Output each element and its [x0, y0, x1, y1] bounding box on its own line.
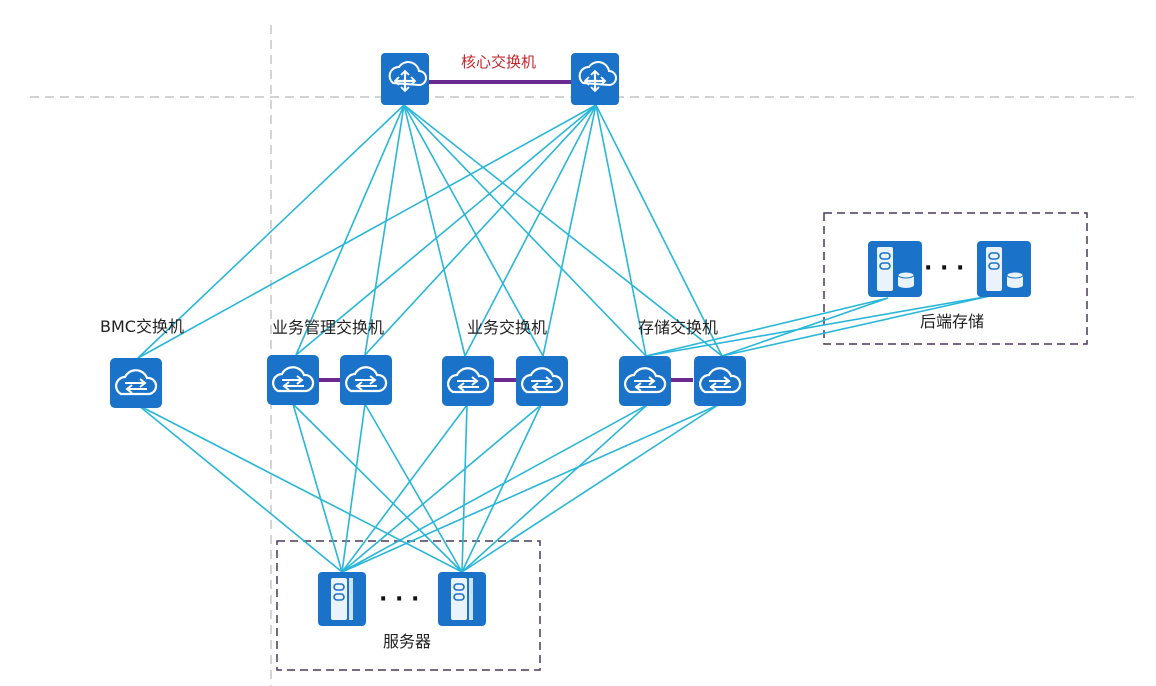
link-c2-b1T	[464, 104, 597, 357]
server-ellipsis: · · ·	[379, 587, 419, 612]
link-c1-bmcT	[137, 104, 405, 359]
link-bmcB-sv2	[137, 404, 463, 573]
link-c2-bmcT	[137, 104, 597, 359]
server-group	[276, 540, 541, 671]
network-links	[137, 104, 991, 573]
link-bmcB-sv1	[137, 404, 343, 573]
link-b2B-sv2	[461, 404, 542, 573]
storage-switch-label: 存储交换机	[638, 318, 718, 337]
storage-array-2	[976, 240, 1032, 298]
link-s2B-sv2	[461, 404, 719, 573]
bmc-switch-label: BMC交换机	[100, 317, 184, 336]
link-b1B-sv1	[341, 404, 468, 573]
link-c2-m2T	[364, 104, 597, 356]
core-switch-left	[379, 51, 431, 107]
link-s2B-sv1	[341, 404, 719, 573]
link-c2-m1T	[295, 104, 597, 356]
link-c1-m1T	[295, 104, 405, 356]
link-s2T-st1	[721, 297, 889, 357]
business-switch-1	[440, 354, 496, 408]
storage-switch-2	[692, 354, 748, 408]
storage-switch-1	[617, 354, 673, 408]
link-c1-s1T	[403, 104, 647, 357]
link-s2T-st2	[721, 295, 991, 357]
link-s1B-sv2	[461, 404, 648, 573]
link-s1T-st2	[645, 295, 991, 357]
link-b2B-sv1	[341, 404, 542, 573]
server-2	[437, 571, 487, 627]
link-m1B-sv1	[292, 403, 343, 573]
link-c1-s2T	[403, 104, 723, 357]
business-switch-2	[514, 354, 570, 408]
link-s1T-st1	[645, 297, 889, 357]
core-switch-right	[569, 51, 621, 107]
business-switch-label: 业务交换机	[467, 318, 547, 337]
link-c1-m2T	[364, 104, 405, 356]
link-b1B-sv2	[461, 404, 468, 573]
link-m2B-sv1	[341, 403, 366, 573]
backend-storage-label: 后端存储	[920, 312, 984, 331]
backend-storage-group	[823, 212, 1088, 345]
servers-label: 服务器	[383, 632, 431, 651]
storage-array-1	[867, 240, 923, 298]
core-switch-label: 核心交换机	[461, 53, 536, 71]
link-c2-s2T	[595, 104, 723, 357]
link-c2-b2T	[542, 104, 597, 357]
server-1	[317, 571, 367, 627]
mgmt-switch-1	[265, 353, 321, 407]
link-m2B-sv2	[364, 403, 463, 573]
bmc-switch	[108, 356, 164, 410]
storage-ellipsis: · · ·	[924, 256, 964, 281]
mgmt-switch-label: 业务管理交换机	[272, 318, 384, 337]
link-m1B-sv2	[292, 403, 463, 573]
link-c2-s1T	[595, 104, 647, 357]
link-c1-b2T	[403, 104, 544, 357]
link-c1-b1T	[403, 104, 466, 357]
mgmt-switch-2	[338, 353, 394, 407]
stack-links	[318, 80, 693, 382]
link-s1B-sv1	[341, 404, 648, 573]
